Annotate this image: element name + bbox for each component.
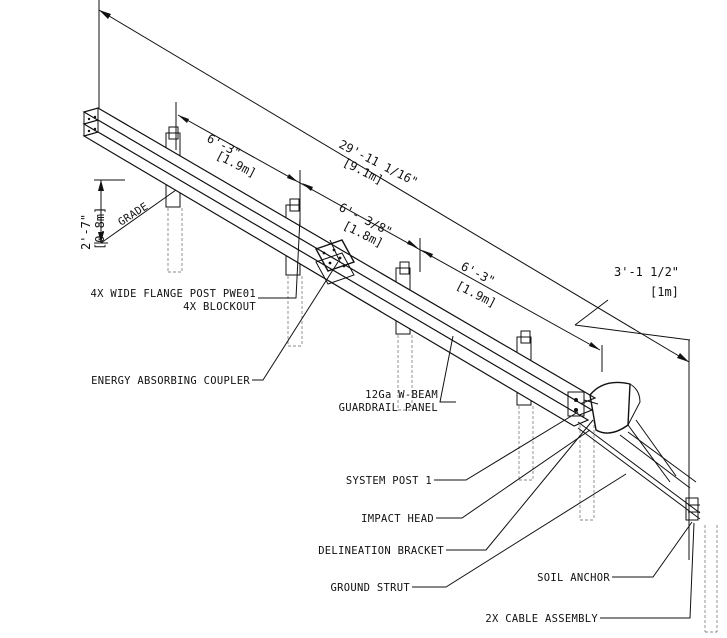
end-dimension xyxy=(574,299,691,341)
ground-strut xyxy=(577,419,701,521)
callout-leaders xyxy=(252,217,695,619)
label-cable: 2X CABLE ASSEMBLY xyxy=(485,613,598,625)
label-post: 4X WIDE FLANGE POST PWE01 xyxy=(90,288,256,300)
label-panel-1: 12Ga W-BEAM xyxy=(365,389,438,401)
cable-leader xyxy=(600,522,695,619)
label-soil-anchor: SOIL ANCHOR xyxy=(537,572,610,584)
callout-labels: 4X WIDE FLANGE POST PWE01 4X BLOCKOUT EN… xyxy=(90,288,610,625)
label-system-post: SYSTEM POST 1 xyxy=(346,475,432,487)
energy-absorbing-coupler xyxy=(314,239,356,285)
label-panel-2: GUARDRAIL PANEL xyxy=(339,402,438,414)
ground-strut-leader xyxy=(412,473,627,588)
panel-leader xyxy=(439,335,456,403)
grade-label: GRADE xyxy=(116,200,150,228)
label-impact-head: IMPACT HEAD xyxy=(361,513,434,525)
label-delineation: DELINEATION BRACKET xyxy=(318,545,444,557)
label-blockout: 4X BLOCKOUT xyxy=(183,301,256,313)
impact-head-leader xyxy=(436,429,591,519)
end-dim-ft: 3'-1 1/2" xyxy=(614,265,679,279)
label-ground-strut: GROUND STRUT xyxy=(331,582,411,594)
label-coupler: ENERGY ABSORBING COUPLER xyxy=(91,375,250,387)
overall-dimension xyxy=(98,0,690,560)
post-leader xyxy=(258,217,301,299)
span-dimensions xyxy=(175,102,603,372)
height-dim-ft: 2'-7" xyxy=(79,214,93,250)
height-dimension xyxy=(94,179,177,244)
coupler-leader xyxy=(252,261,339,381)
height-dim-m: [0.8m] xyxy=(93,207,107,250)
delineation-leader xyxy=(446,419,594,551)
soil-anchor-leader xyxy=(612,521,693,578)
system-post-leader xyxy=(434,411,579,481)
end-dim-m: [1m] xyxy=(650,285,679,299)
